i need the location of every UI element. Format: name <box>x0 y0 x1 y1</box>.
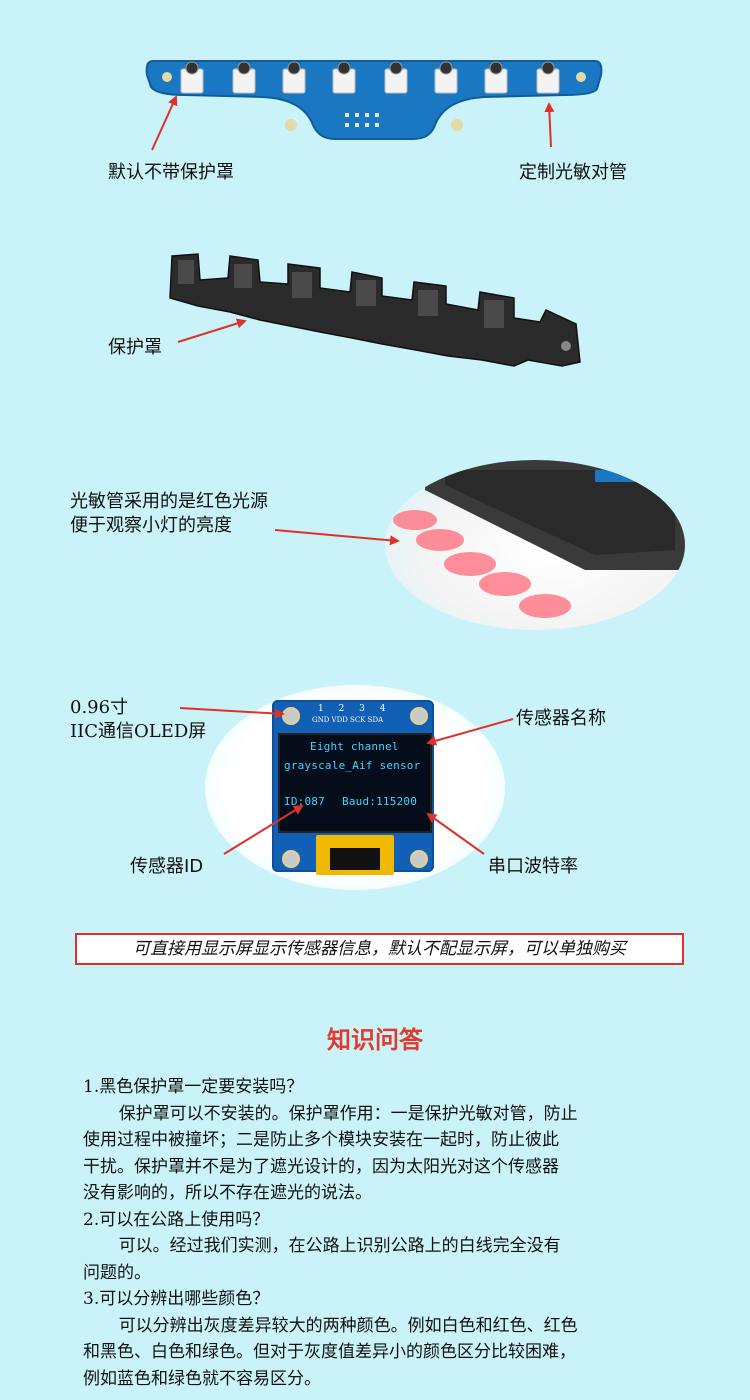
qa-question: 2.可以在公路上使用吗？ <box>83 1209 270 1230</box>
qa-answer-line: 问题的。 <box>83 1262 151 1283</box>
label-sensor-name: 传感器名称 <box>516 708 606 729</box>
label-sensor-id: 传感器ID <box>130 856 204 877</box>
qa-answer-line: 可以。经过我们实测，在公路上识别公路上的白线完全没有 <box>118 1236 561 1256</box>
arrow-red-light <box>274 529 400 546</box>
oled-ribbon-connector <box>330 848 380 870</box>
label-red-light-1: 光敏管采用的是红色光源 <box>70 491 268 512</box>
oled-screen: Eight channel grayscale_Aif sensor ID:08… <box>278 733 432 833</box>
qa-answer-line: 和黑色、白色和绿色。但对于灰度值差异小的颜色区分比较困难， <box>83 1342 576 1362</box>
mount-hole <box>282 850 300 868</box>
protector-guard-image <box>169 253 581 367</box>
label-custom-tube: 定制光敏对管 <box>519 162 627 183</box>
qa-title: 知识问答 <box>327 1026 423 1054</box>
oled-pin-numbers: 1 2 3 4 <box>318 704 392 714</box>
oled-line-1: Eight channel <box>310 740 399 753</box>
mount-hole <box>410 707 428 725</box>
red-light-illustration <box>393 460 685 618</box>
display-notice: 可直接用显示屏显示传感器信息，默认不配显示屏，可以单独购买 <box>75 933 684 965</box>
mount-hole <box>282 707 300 725</box>
oled-line-2: grayscale_Aif sensor <box>284 759 421 772</box>
qa-answer-line: 使用过程中被撞坏；二是防止多个模块安装在一起时，防止彼此 <box>83 1130 559 1150</box>
qa-question: 3.可以分辨出哪些颜色？ <box>83 1289 270 1309</box>
qa-answer-line: 例如蓝色和绿色就不容易区分。 <box>83 1368 321 1389</box>
qa-answer-line: 干扰。保护罩并不是为了遮光设计的，因为太阳光对这个传感器 <box>83 1156 559 1177</box>
qa-section: 1.黑色保护罩一定要安装吗？ 保护罩可以不安装的。保护罩作用：一是保护光敏对管，… <box>83 1074 693 1392</box>
label-baud: 串口波特率 <box>488 856 578 877</box>
label-oled-type: IIC通信OLED屏 <box>70 721 207 742</box>
qa-question: 1.黑色保护罩一定要安装吗？ <box>83 1077 304 1097</box>
label-oled-size: 0.96寸 <box>70 697 129 718</box>
label-no-guard: 默认不带保护罩 <box>108 162 234 183</box>
qa-answer-line: 没有影响的，所以不存在遮光的说法。 <box>83 1183 372 1203</box>
label-guard: 保护罩 <box>108 337 162 358</box>
oled-baud: Baud:115200 <box>342 795 418 808</box>
label-red-light-2: 便于观察小灯的亮度 <box>70 515 232 536</box>
sensor-board-image <box>145 60 603 140</box>
qa-answer-line: 可以分辨出灰度差异较大的两种颜色。例如白色和红色、红色 <box>118 1315 578 1336</box>
qa-answer-line: 保护罩可以不安装的。保护罩作用：一是保护光敏对管，防止 <box>118 1103 578 1124</box>
oled-id: ID:087 <box>284 795 325 808</box>
oled-pin-labels: GND VDD SCK SDA <box>312 716 384 724</box>
red-light-photo <box>385 460 685 630</box>
mount-hole <box>410 850 428 868</box>
